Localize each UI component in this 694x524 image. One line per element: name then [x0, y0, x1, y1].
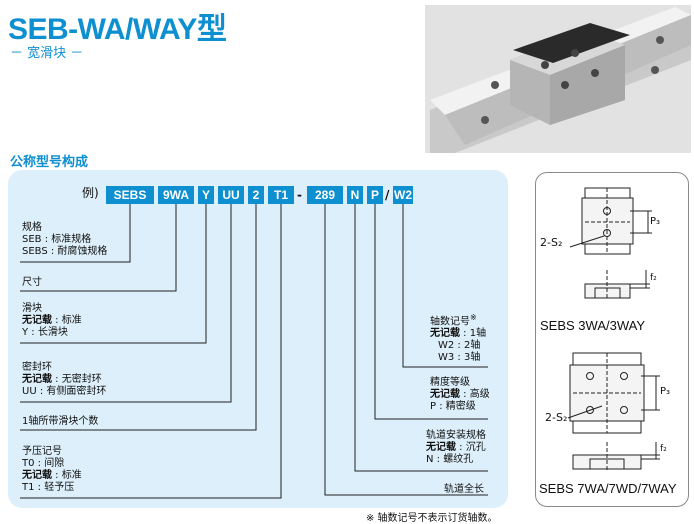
model-code-panel	[8, 170, 508, 508]
code-separator: -	[297, 188, 302, 202]
code-slash: /	[385, 188, 390, 202]
top-pitch-label: P₃	[650, 216, 661, 227]
code-part-axis: W2	[393, 186, 413, 204]
footnote: ※ 轴数记号不表示订货轴数。	[366, 513, 498, 524]
code-part-seal: UU	[218, 186, 244, 204]
top-diagram-caption: SEBS 3WA/3WAY	[540, 318, 645, 333]
example-prefix: 例)	[82, 186, 99, 200]
label-block: 滑块 无记载 : 标准 Y : 长滑块	[22, 303, 82, 338]
page-title: SEB-WA/WAY型	[8, 13, 227, 46]
label-preload: 予压记号 T0 : 间隙 无记载 : 标准 T1 : 轻予压	[22, 446, 82, 493]
label-spec: 规格 SEB : 标准规格 SEBS : 耐腐蚀规格	[22, 222, 108, 257]
label-length: 轨道全长	[444, 484, 484, 495]
bottom-height-label: f₂	[660, 444, 667, 454]
code-part-precision: P	[367, 186, 383, 204]
section-title: 公称型号构成	[10, 155, 89, 170]
top-hole-label: 2-S₂	[540, 236, 563, 249]
bottom-hole-label: 2-S₂	[545, 411, 568, 424]
label-precision: 精度等级 无记载 : 高级 P : 精密级	[430, 377, 490, 412]
page-subtitle: － 宽滑块 －	[10, 46, 84, 61]
code-part-count: 2	[248, 186, 264, 204]
label-seal: 密封环 无记载 : 无密封环 UU : 有侧面密封环	[22, 362, 107, 397]
code-part-size: 9WA	[158, 186, 194, 204]
code-part-mount: N	[347, 186, 363, 204]
top-height-label: f₂	[650, 273, 657, 283]
product-photo	[425, 5, 691, 153]
label-size: 尺寸	[22, 277, 42, 288]
code-part-preload: T1	[268, 186, 294, 204]
label-axis: 轴数记号※ 无记载 : 1轴 W2 : 2轴 W3 : 3轴	[430, 313, 487, 364]
bottom-diagram-caption: SEBS 7WA/7WD/7WAY	[539, 481, 677, 496]
code-part-length: 289	[307, 186, 343, 204]
code-part-series: SEBS	[106, 186, 154, 204]
bottom-pitch-label: P₃	[660, 386, 671, 397]
label-count: 1轴所带滑块个数	[22, 416, 99, 427]
code-part-block: Y	[198, 186, 214, 204]
label-mount: 轨道安装规格 无记载 : 沉孔 N : 螺纹孔	[426, 430, 486, 465]
